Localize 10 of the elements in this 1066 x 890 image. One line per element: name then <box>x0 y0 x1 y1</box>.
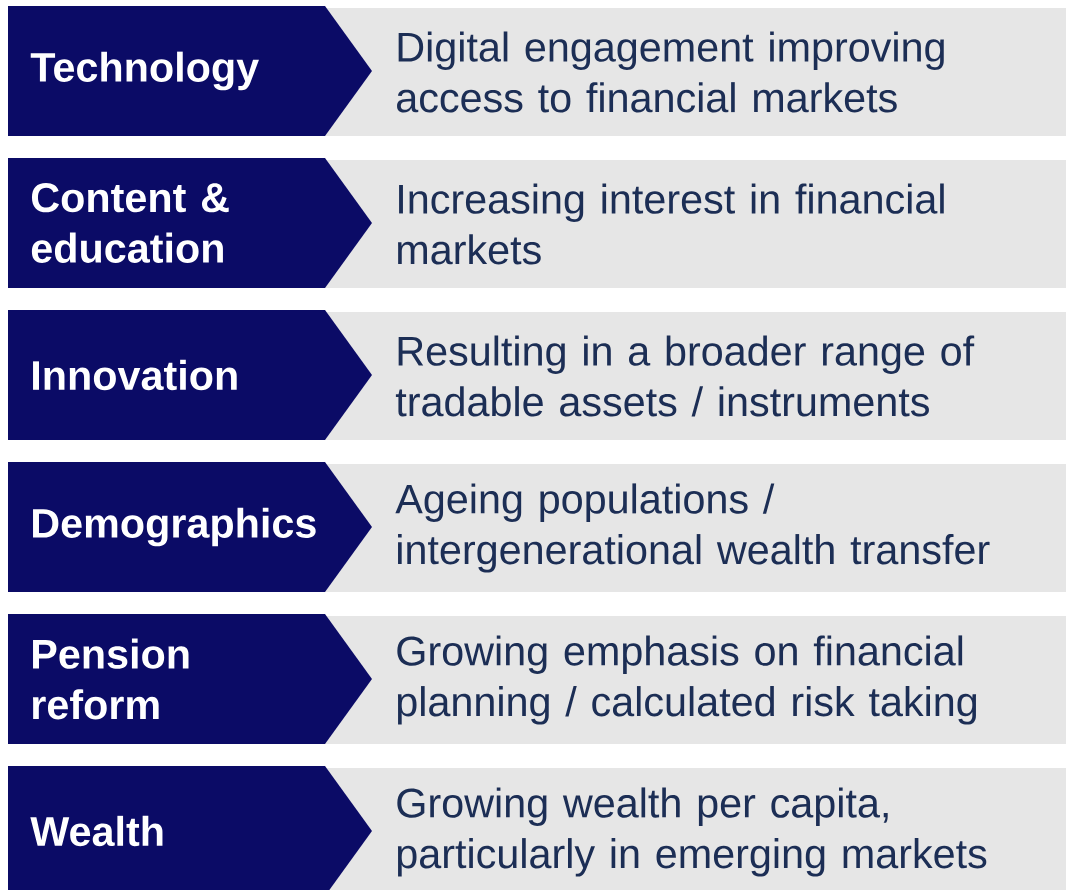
chevron-box: Content & education <box>8 158 372 288</box>
chevron-box: Wealth <box>8 766 372 890</box>
description-band: Increasing interest in financial markets <box>300 160 1066 288</box>
description-band: Digital engagement improving access to financial markets <box>300 8 1066 136</box>
chevron-box: Innovation <box>8 310 372 440</box>
description-band: Resulting in a broader range of tradable assets / instruments <box>300 312 1066 440</box>
chevron-box: Technology <box>8 6 372 136</box>
chevron-box: Demographics <box>8 462 372 592</box>
description-band: Growing emphasis on financial planning / calculated risk taking <box>300 616 1066 744</box>
chevron-box: Pension reform <box>8 614 372 744</box>
